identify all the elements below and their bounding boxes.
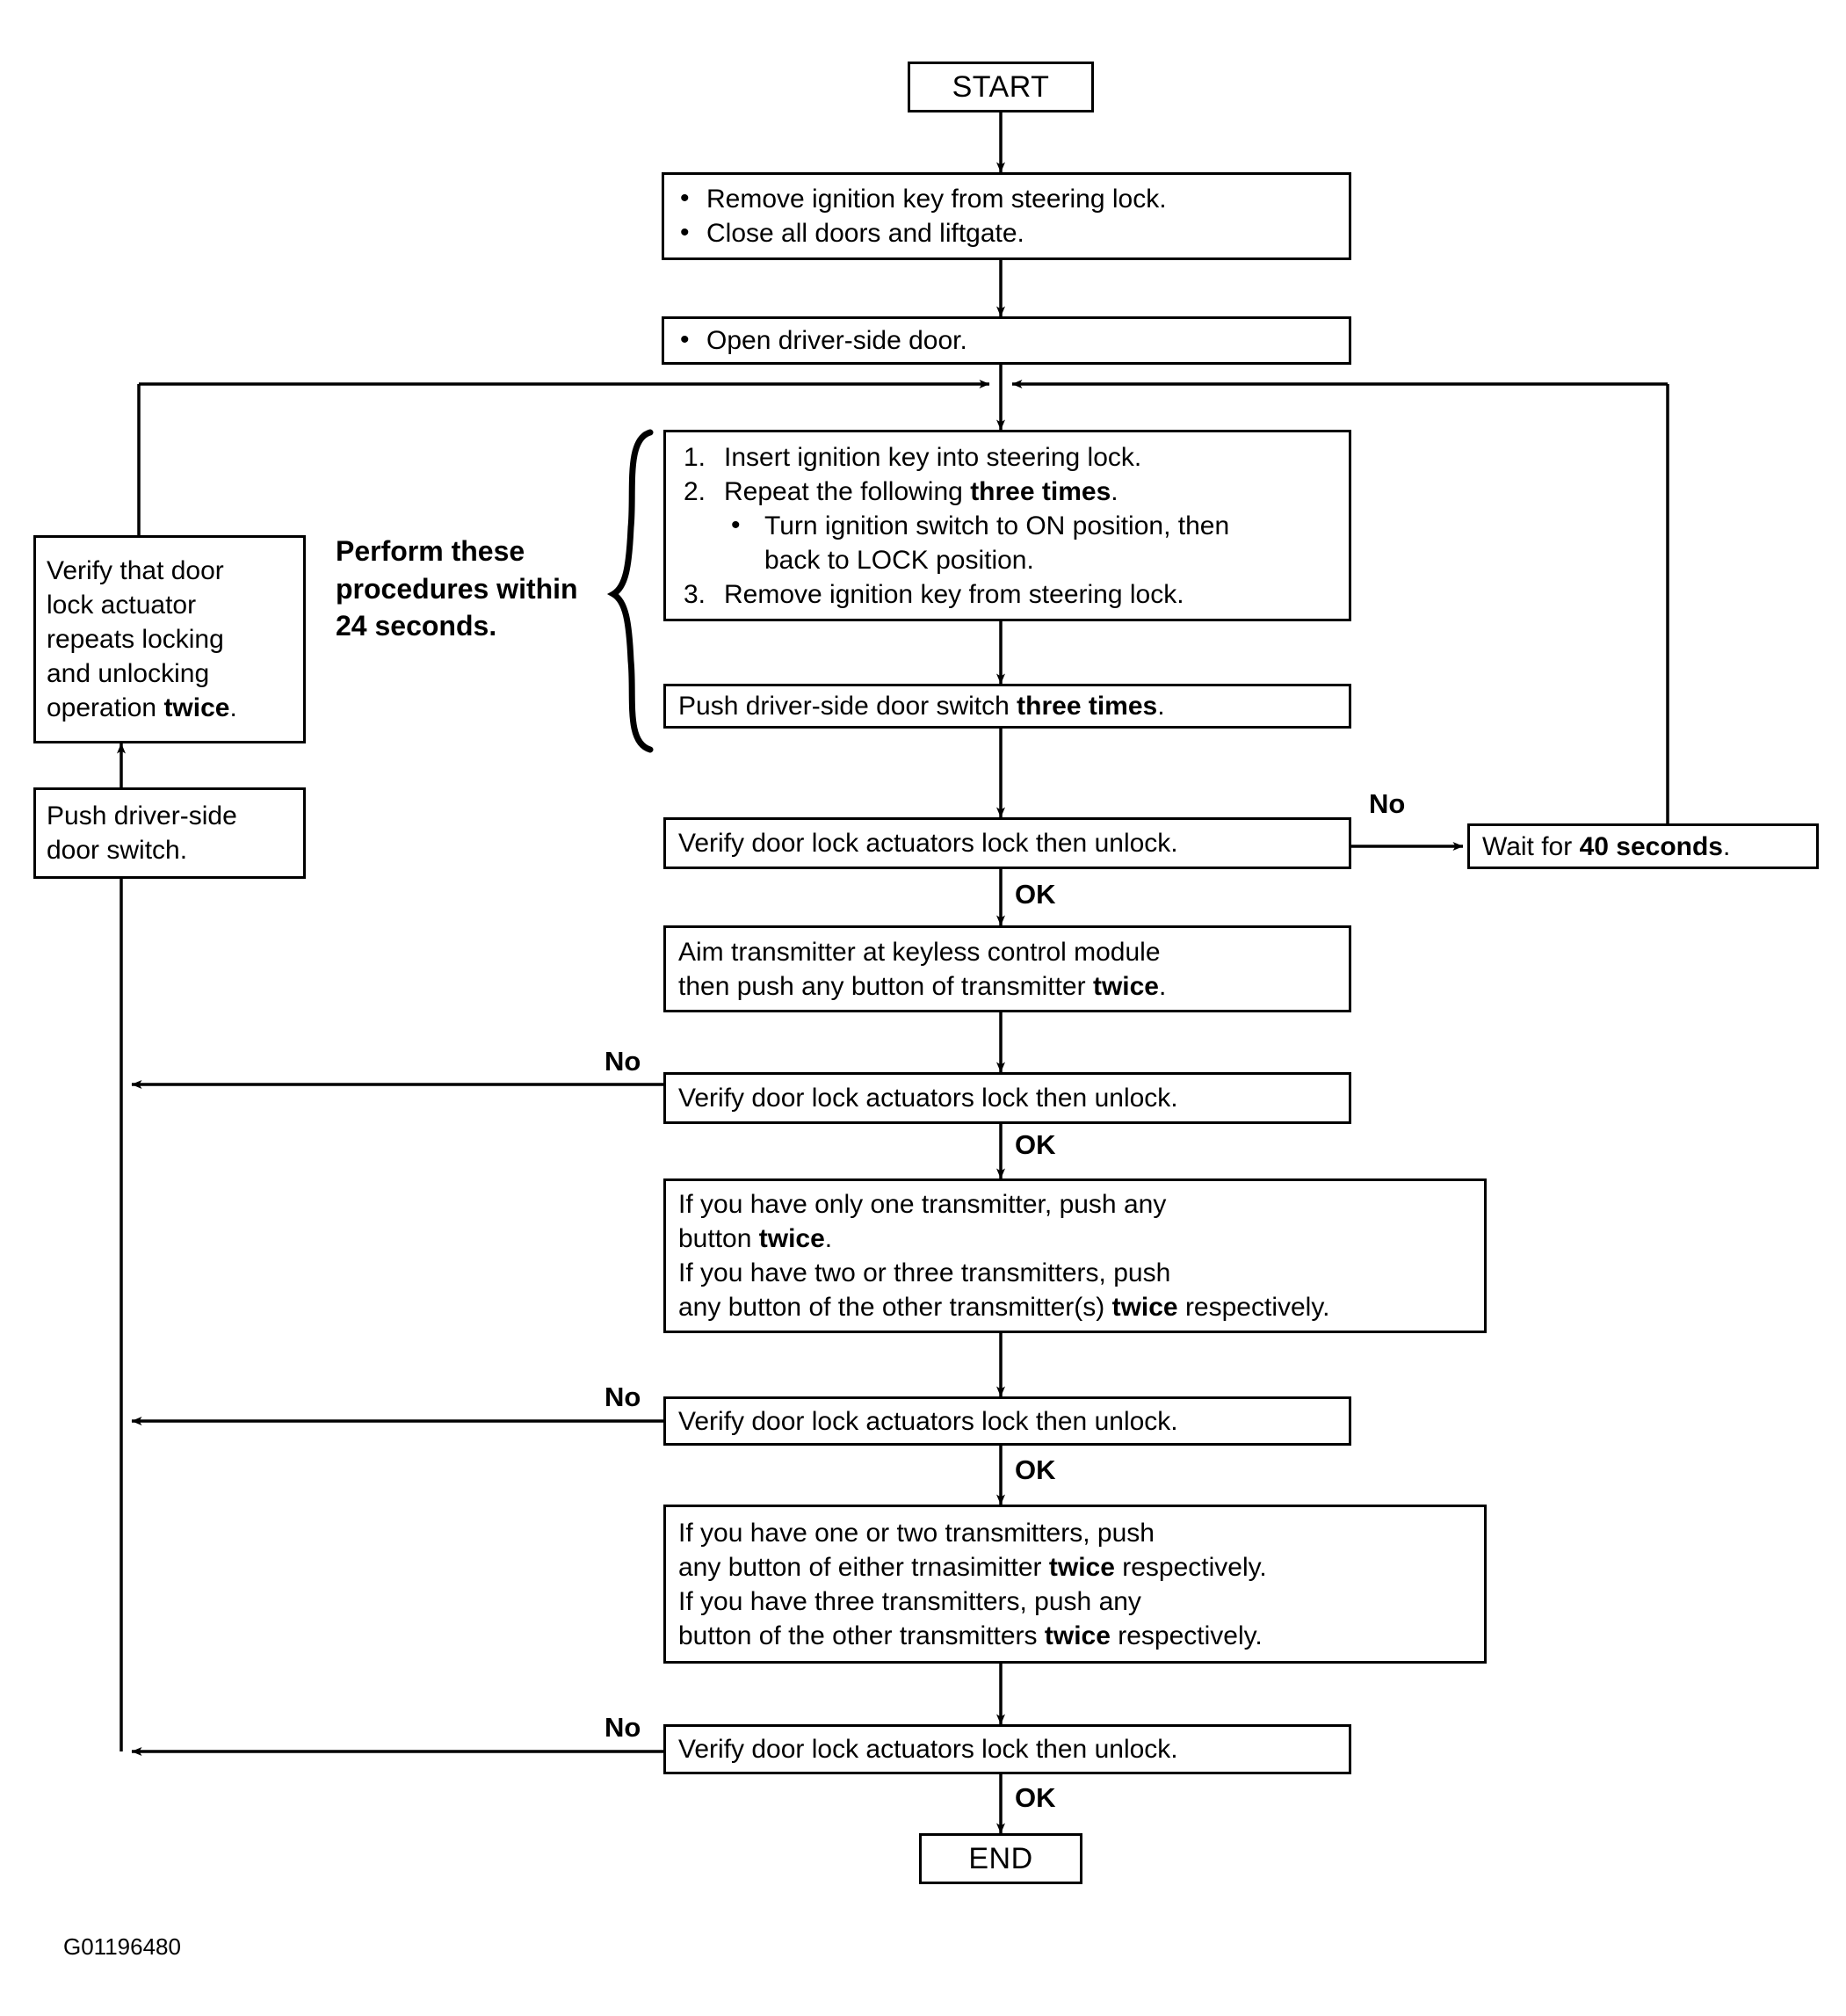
edge-label-ok-1: OK [1015, 879, 1056, 910]
node-push-door-switch-three-times: Push driver-side door switch three times… [663, 684, 1351, 729]
node-start-label: START [952, 69, 1050, 104]
transa-line-2: button twice. [678, 1224, 833, 1253]
node-verify-actuators-1: Verify door lock actuators lock then unl… [663, 817, 1351, 869]
prep-bullet-2: Close all doors and liftgate. [677, 215, 1336, 250]
transa-line-4: any button of the other transmitter(s) t… [678, 1293, 1330, 1322]
edge-label-no-1: No [1369, 788, 1406, 819]
edge-label-no-2: No [604, 1046, 641, 1077]
verify3-label: Verify door lock actuators lock then unl… [678, 1406, 1178, 1436]
verify4-label: Verify door lock actuators lock then unl… [678, 1735, 1178, 1764]
timing-note: Perform these procedures within 24 secon… [336, 533, 617, 645]
aim-line-1: Aim transmitter at keyless control modul… [678, 937, 1161, 967]
node-verify-actuators-4: Verify door lock actuators lock then unl… [663, 1724, 1351, 1774]
transb-line-1: If you have one or two transmitters, pus… [678, 1518, 1155, 1548]
transb-line-4: button of the other transmitters twice r… [678, 1621, 1263, 1650]
open-door-bullet: Open driver-side door. [677, 323, 1336, 358]
node-end-label: END [968, 1841, 1033, 1875]
transb-line-2: any button of either trnasimitter twice … [678, 1552, 1267, 1582]
node-verify-actuators-2: Verify door lock actuators lock then unl… [663, 1072, 1351, 1124]
figure-caption: G01196480 [63, 1933, 181, 1960]
verifyrepeat-line-5: operation twice. [47, 693, 237, 722]
node-procedure-steps: 1.Insert ignition key into steering lock… [663, 430, 1351, 621]
aim-line-2: then push any button of transmitter twic… [678, 971, 1167, 1001]
node-push-door-switch: Push driver-side door switch. [33, 787, 306, 879]
push-three-text: Push driver-side door switch three times… [678, 692, 1165, 721]
node-verify-actuator-repeats: Verify that door lock actuator repeats l… [33, 535, 306, 743]
verifyrepeat-line-1: Verify that door [47, 556, 224, 585]
node-transmitters-instruction-b: If you have one or two transmitters, pus… [663, 1505, 1487, 1664]
node-transmitters-instruction-a: If you have only one transmitter, push a… [663, 1178, 1487, 1333]
edge-label-ok-3: OK [1015, 1454, 1056, 1485]
procedure-step-3: 3.Remove ignition key from steering lock… [684, 579, 1184, 609]
timing-brace [606, 429, 654, 753]
node-end: END [919, 1833, 1082, 1884]
timing-note-line-1: Perform these [336, 535, 525, 567]
verify1-label: Verify door lock actuators lock then unl… [678, 829, 1178, 858]
node-verify-actuators-3: Verify door lock actuators lock then unl… [663, 1396, 1351, 1446]
timing-note-line-2: procedures within [336, 572, 578, 605]
node-aim-transmitter: Aim transmitter at keyless control modul… [663, 925, 1351, 1012]
wait40-text: Wait for 40 seconds. [1482, 831, 1731, 861]
verify2-label: Verify door lock actuators lock then unl… [678, 1084, 1178, 1113]
pushswitch-line-2: door switch. [47, 836, 188, 865]
verifyrepeat-line-2: lock actuator [47, 591, 197, 620]
timing-note-line-3: 24 seconds. [336, 610, 497, 642]
verifyrepeat-line-4: and unlocking [47, 659, 210, 688]
edge-label-ok-4: OK [1015, 1782, 1056, 1813]
procedure-step-2-substep: Turn ignition switch to ON position, the… [724, 508, 1331, 577]
edge-label-no-4: No [604, 1712, 641, 1743]
node-open-driver-door: Open driver-side door. [662, 316, 1351, 365]
procedure-step-1: 1.Insert ignition key into steering lock… [684, 442, 1142, 472]
transb-line-3: If you have three transmitters, push any [678, 1586, 1141, 1616]
pushswitch-line-1: Push driver-side [47, 801, 237, 830]
edge-label-no-3: No [604, 1381, 641, 1412]
verifyrepeat-line-3: repeats locking [47, 625, 224, 654]
node-start: START [908, 62, 1094, 112]
transa-line-3: If you have two or three transmitters, p… [678, 1258, 1171, 1287]
node-wait-40-seconds: Wait for 40 seconds. [1467, 823, 1819, 869]
edge-label-ok-2: OK [1015, 1129, 1056, 1160]
procedure-step-2: 2.Repeat the following three times. [684, 476, 1118, 506]
transa-line-1: If you have only one transmitter, push a… [678, 1190, 1167, 1219]
node-prep: Remove ignition key from steering lock. … [662, 172, 1351, 260]
prep-bullet-1: Remove ignition key from steering lock. [677, 181, 1336, 216]
